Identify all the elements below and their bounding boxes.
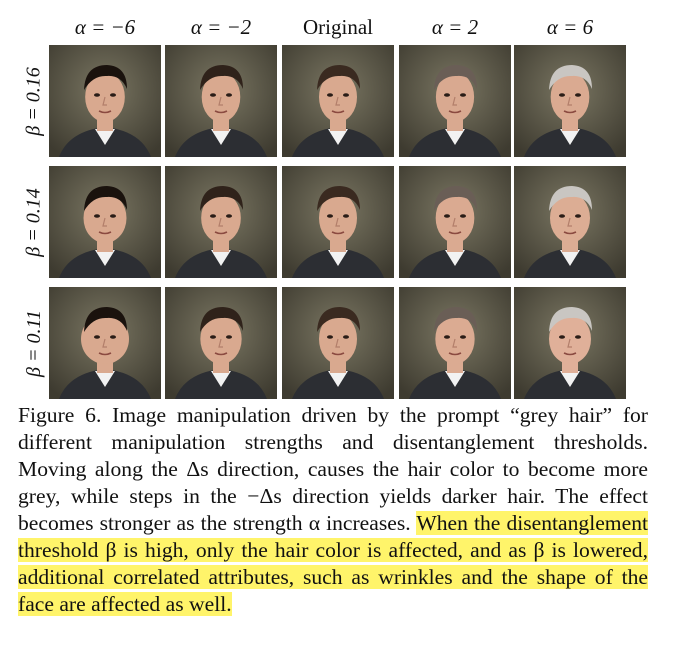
column-header-alpha-minus-2: α = −2 bbox=[190, 15, 252, 39]
row-label-beta-016: β = 0.16 bbox=[21, 40, 47, 162]
row-label-beta-011: β = 0.11 bbox=[21, 282, 47, 404]
row-label-text: β = 0.14 bbox=[22, 187, 45, 257]
column-header-alpha-2: α = 2 bbox=[431, 15, 479, 39]
column-header-alpha-minus-6: α = −6 bbox=[74, 15, 136, 39]
figure-caption: Figure 6. Image manipulation driven by t… bbox=[18, 402, 648, 618]
row-label-text: β = 0.11 bbox=[22, 309, 45, 377]
row-label-beta-014: β = 0.14 bbox=[21, 161, 47, 283]
face-image bbox=[399, 166, 511, 278]
face-image bbox=[399, 287, 511, 399]
column-header-original: Original bbox=[303, 15, 373, 39]
face-image bbox=[282, 287, 394, 399]
face-image bbox=[49, 45, 161, 157]
face-image bbox=[165, 166, 277, 278]
face-image bbox=[399, 45, 511, 157]
caption-paragraph: Figure 6. Image manipulation driven by t… bbox=[18, 402, 648, 618]
face-image bbox=[514, 45, 626, 157]
row-label-text: β = 0.16 bbox=[22, 66, 45, 136]
face-image bbox=[282, 166, 394, 278]
face-image bbox=[165, 287, 277, 399]
face-image bbox=[165, 45, 277, 157]
face-image bbox=[49, 166, 161, 278]
face-image bbox=[514, 166, 626, 278]
caption-text: Figure 6. Image manipulation driven by t… bbox=[18, 403, 648, 535]
face-image bbox=[49, 287, 161, 399]
face-image bbox=[282, 45, 394, 157]
face-image bbox=[514, 287, 626, 399]
column-header-alpha-6: α = 6 bbox=[546, 15, 594, 39]
